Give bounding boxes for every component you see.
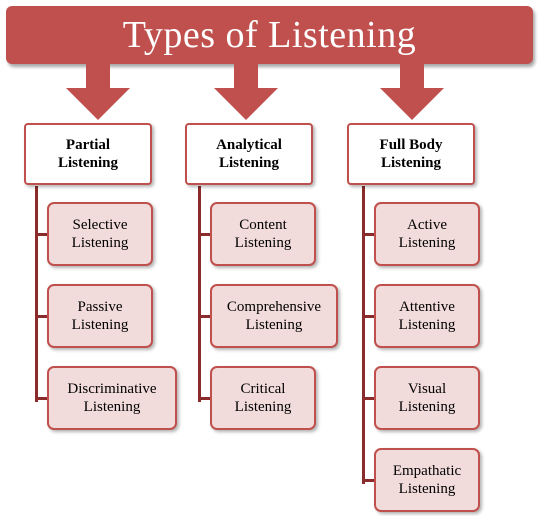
type-label-line2: Listening (71, 235, 129, 251)
category-label-line1: Analytical (216, 137, 282, 153)
type-label-line1: Discriminative (67, 381, 157, 397)
connector-vertical (35, 186, 38, 402)
type-label-line2: Listening (245, 317, 303, 333)
category-label-line1: Partial (65, 137, 111, 153)
type-label-line1: Selective (72, 217, 128, 233)
type-label-line1: Passive (77, 299, 123, 315)
connector-horizontal (198, 315, 210, 318)
type-label-line2: Listening (71, 317, 129, 333)
arrow-down-icon (380, 64, 444, 120)
arrow-down-icon (66, 64, 130, 120)
type-label-line2: Listening (398, 399, 456, 415)
type-label-line1: Visual (407, 381, 447, 397)
connector-horizontal (362, 233, 374, 236)
type-label-line2: Listening (398, 481, 456, 497)
type-label-line2: Listening (234, 235, 292, 251)
connector-vertical (362, 186, 365, 484)
connector-horizontal (35, 397, 47, 400)
category-label-line1: Full Body (379, 137, 443, 153)
type-label-line2: Listening (398, 235, 456, 251)
connector-horizontal (362, 479, 374, 482)
type-label-line2: Listening (398, 317, 456, 333)
arrow-down-icon (214, 64, 278, 120)
type-label-line2: Listening (234, 399, 292, 415)
type-label-line2: Listening (83, 399, 141, 415)
type-label-line1: Content (239, 217, 287, 233)
connector-horizontal (198, 233, 210, 236)
connector-horizontal (362, 315, 374, 318)
category-label-line2: Listening (380, 155, 441, 171)
type-label-line1: Critical (240, 381, 286, 397)
category-label-line2: Listening (218, 155, 279, 171)
connector-horizontal (362, 397, 374, 400)
connector-horizontal (35, 315, 47, 318)
type-label-line1: Empathatic (392, 463, 462, 479)
title-banner: Types of Listening (6, 6, 533, 64)
type-label-line1: Active (407, 217, 447, 233)
category-full-body-listening: Full Body Listening (347, 123, 475, 185)
category-label-line2: Listening (57, 155, 118, 171)
category-partial-listening: Partial Listening (24, 123, 152, 185)
connector-horizontal (198, 397, 210, 400)
type-label-line1: Comprehensive (226, 299, 322, 315)
type-label-line1: Attentive (399, 299, 455, 315)
category-analytical-listening: Analytical Listening (185, 123, 313, 185)
connector-vertical (198, 186, 201, 402)
connector-horizontal (35, 233, 47, 236)
diagram-title: Types of Listening (122, 14, 417, 56)
